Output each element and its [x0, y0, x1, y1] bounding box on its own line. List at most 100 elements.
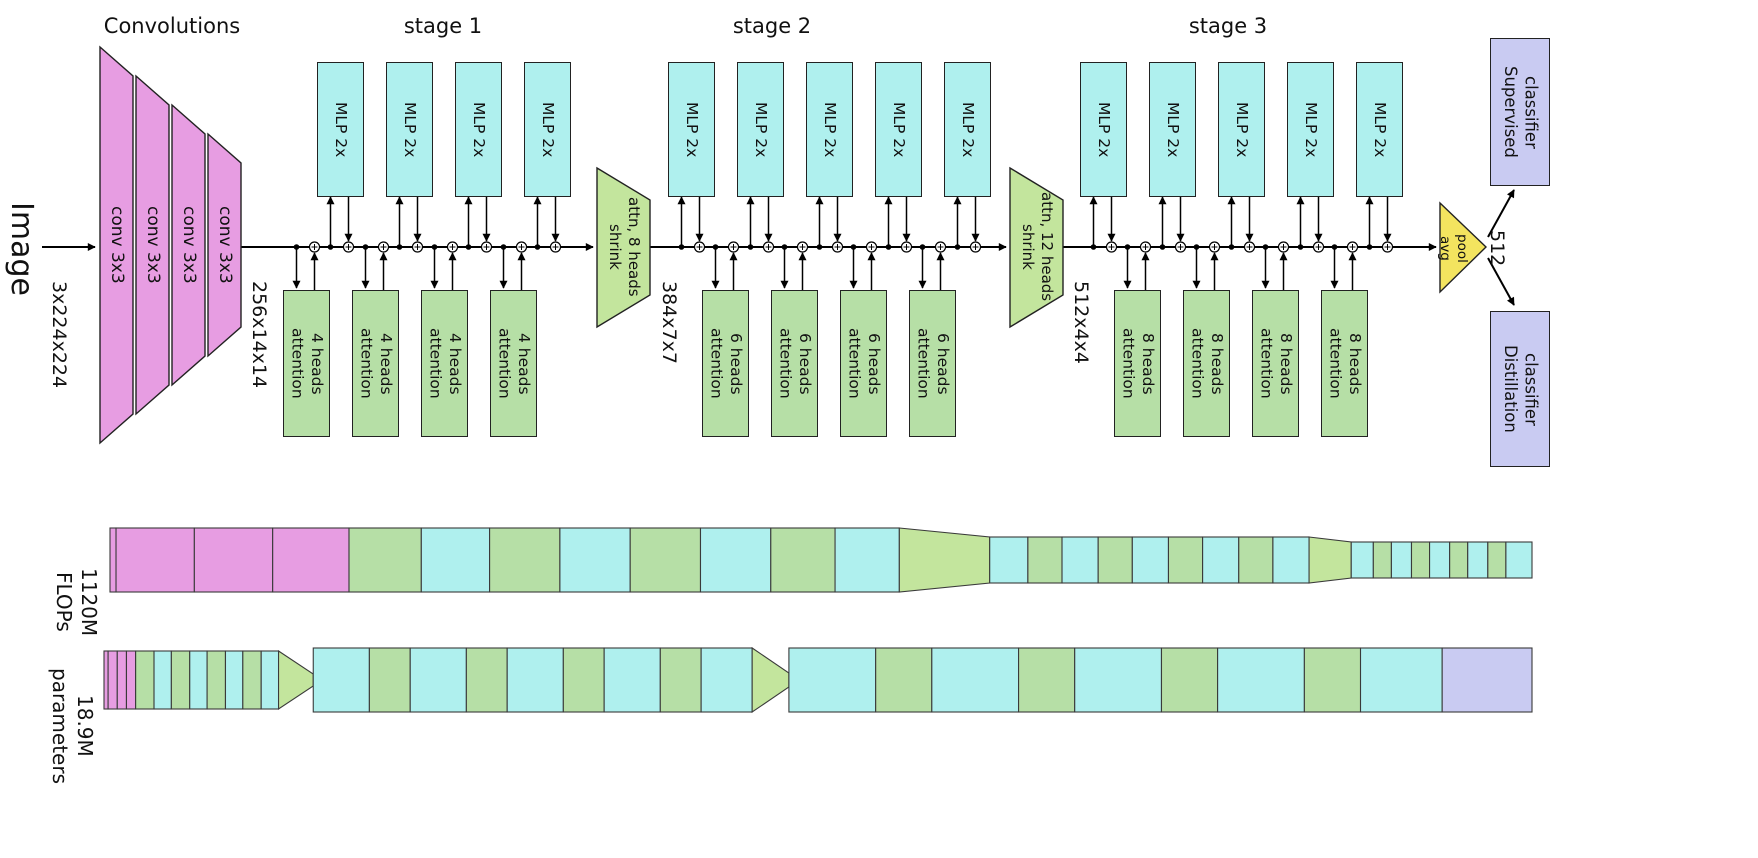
branch-dot [954, 244, 961, 250]
plus-icon [696, 244, 703, 250]
attention-block: attention 8 heads [1252, 290, 1299, 437]
bar-segment-mlp [409, 647, 467, 713]
stage2-header: stage 2 [732, 14, 812, 38]
avg-pool-output-dim-label: 512 [1485, 229, 1508, 267]
plus-icon [972, 244, 979, 250]
mlp-block-label: MLP 2x [401, 101, 420, 158]
conv-label-1: conv 3x3 [107, 206, 128, 284]
mlp-block-label: MLP 2x [539, 101, 558, 158]
mlp-block: MLP 2x [1356, 62, 1403, 197]
attention-block: attention 8 heads [1114, 290, 1161, 437]
bar-segment-mlp [1390, 541, 1413, 579]
branch-dot [919, 244, 926, 250]
attention-block-label: attention 8 heads [1188, 328, 1226, 399]
bar-segment-attn [1449, 541, 1469, 579]
plus-icon [311, 244, 318, 250]
mlp-block: MLP 2x [1149, 62, 1196, 197]
avg-pool-label: avg pool [1437, 233, 1470, 263]
attention-block: attention 8 heads [1321, 290, 1368, 437]
distillation-classifier-box: Distillation classifier [1490, 311, 1550, 467]
residual-connections [292, 195, 1394, 290]
bar-segment-mlp [788, 647, 877, 713]
branch-dot [850, 244, 857, 250]
attention-block-label: attention 6 heads [845, 328, 883, 399]
attention-block-label: attention 6 heads [914, 328, 952, 399]
attention-block-label: attention 6 heads [707, 328, 745, 399]
attention-block-label: attention 8 heads [1119, 328, 1157, 399]
bar-segment-attn [206, 650, 227, 710]
plus-icon [518, 244, 525, 250]
mlp-block: MLP 2x [1080, 62, 1127, 197]
shrink2-label: shrink attn, 12 heads [1019, 192, 1056, 302]
branch-dot [500, 244, 507, 250]
conv-trapezoid-3 [171, 103, 206, 387]
mlp-block-label: MLP 2x [752, 101, 771, 158]
conv-trapezoid-1 [99, 45, 134, 445]
mlp-block: MLP 2x [1287, 62, 1334, 197]
branch-dot [1159, 244, 1166, 250]
bar-segment-mlp [989, 536, 1029, 584]
bar-segment-attn [1097, 536, 1133, 584]
shrink1-label: shrink attn, 8 heads [606, 197, 643, 297]
bar-segment-mlp [189, 650, 208, 710]
bar-segment-mlp [1467, 541, 1489, 579]
mlp-block-label: MLP 2x [1233, 101, 1252, 158]
mlp-block-label: MLP 2x [1371, 101, 1390, 158]
bar-segment-attn [368, 647, 411, 713]
plus-icon [903, 244, 910, 250]
input-image-label: Image [3, 202, 39, 296]
bar-segment-attn [1018, 647, 1076, 713]
convolutions-header: Convolutions [103, 14, 241, 38]
bar-segment-mlp [1061, 536, 1099, 584]
attention-block-label: attention 4 heads [357, 328, 395, 399]
branch-dot [1124, 244, 1131, 250]
bar-segment-conv [107, 650, 118, 710]
bar-segment-mlp [153, 650, 172, 710]
bar-segment-attn [1372, 541, 1392, 579]
attention-block: attention 4 heads [283, 290, 330, 437]
bar-segment-attn [770, 527, 836, 593]
plus-icon [834, 244, 841, 250]
bar-segment-shrink [277, 649, 314, 711]
bar-segment-conv [272, 527, 350, 593]
bar-segment-attn [875, 647, 933, 713]
branch-dot [293, 244, 300, 250]
arrow-to-supervised-classifier [1487, 189, 1515, 238]
plus-icon [868, 244, 875, 250]
bar-segment-mlp [312, 647, 370, 713]
bar-segment-mlp [1131, 536, 1170, 584]
branch-dot [1297, 244, 1304, 250]
plus-icon [345, 244, 352, 250]
branch-dot [431, 244, 438, 250]
bar-segment-mlp [260, 650, 280, 710]
plus-icon [730, 244, 737, 250]
bar-segment-conv [116, 650, 128, 710]
plus-icon [1108, 244, 1115, 250]
stage3-input-dim-label: 512x4x4 [1069, 281, 1092, 364]
bar-segment-mlp [1505, 541, 1533, 579]
bar-segment-mlp [224, 650, 244, 710]
conv-output-dim-label: 256x14x14 [247, 281, 270, 389]
plus-icon [414, 244, 421, 250]
bar-segment-attn [1410, 541, 1431, 579]
bar-segment-attn [1487, 541, 1507, 579]
conv-label-4: conv 3x3 [215, 206, 236, 284]
shrink-attention-1-shape [596, 166, 651, 329]
bar-segment-mlp [1272, 536, 1310, 584]
bar-segment-mlp [603, 647, 661, 713]
mlp-block: MLP 2x [737, 62, 784, 197]
bar-segment-mlp [559, 527, 631, 593]
bar-segment-mlp [1359, 647, 1443, 713]
mlp-block-label: MLP 2x [1095, 101, 1114, 158]
mlp-block: MLP 2x [875, 62, 922, 197]
attention-block-label: attention 6 heads [776, 328, 814, 399]
plus-icon [1384, 244, 1391, 250]
conv-trapezoid-2 [135, 74, 170, 416]
bar-segment-attn [242, 650, 262, 710]
bar-segment-mlp [1429, 541, 1451, 579]
distillation-classifier-label: Distillation classifier [1501, 345, 1541, 433]
branch-dot [885, 244, 892, 250]
supervised-classifier-label: Supervised classifier [1501, 66, 1541, 158]
flops-bar [109, 527, 1533, 593]
